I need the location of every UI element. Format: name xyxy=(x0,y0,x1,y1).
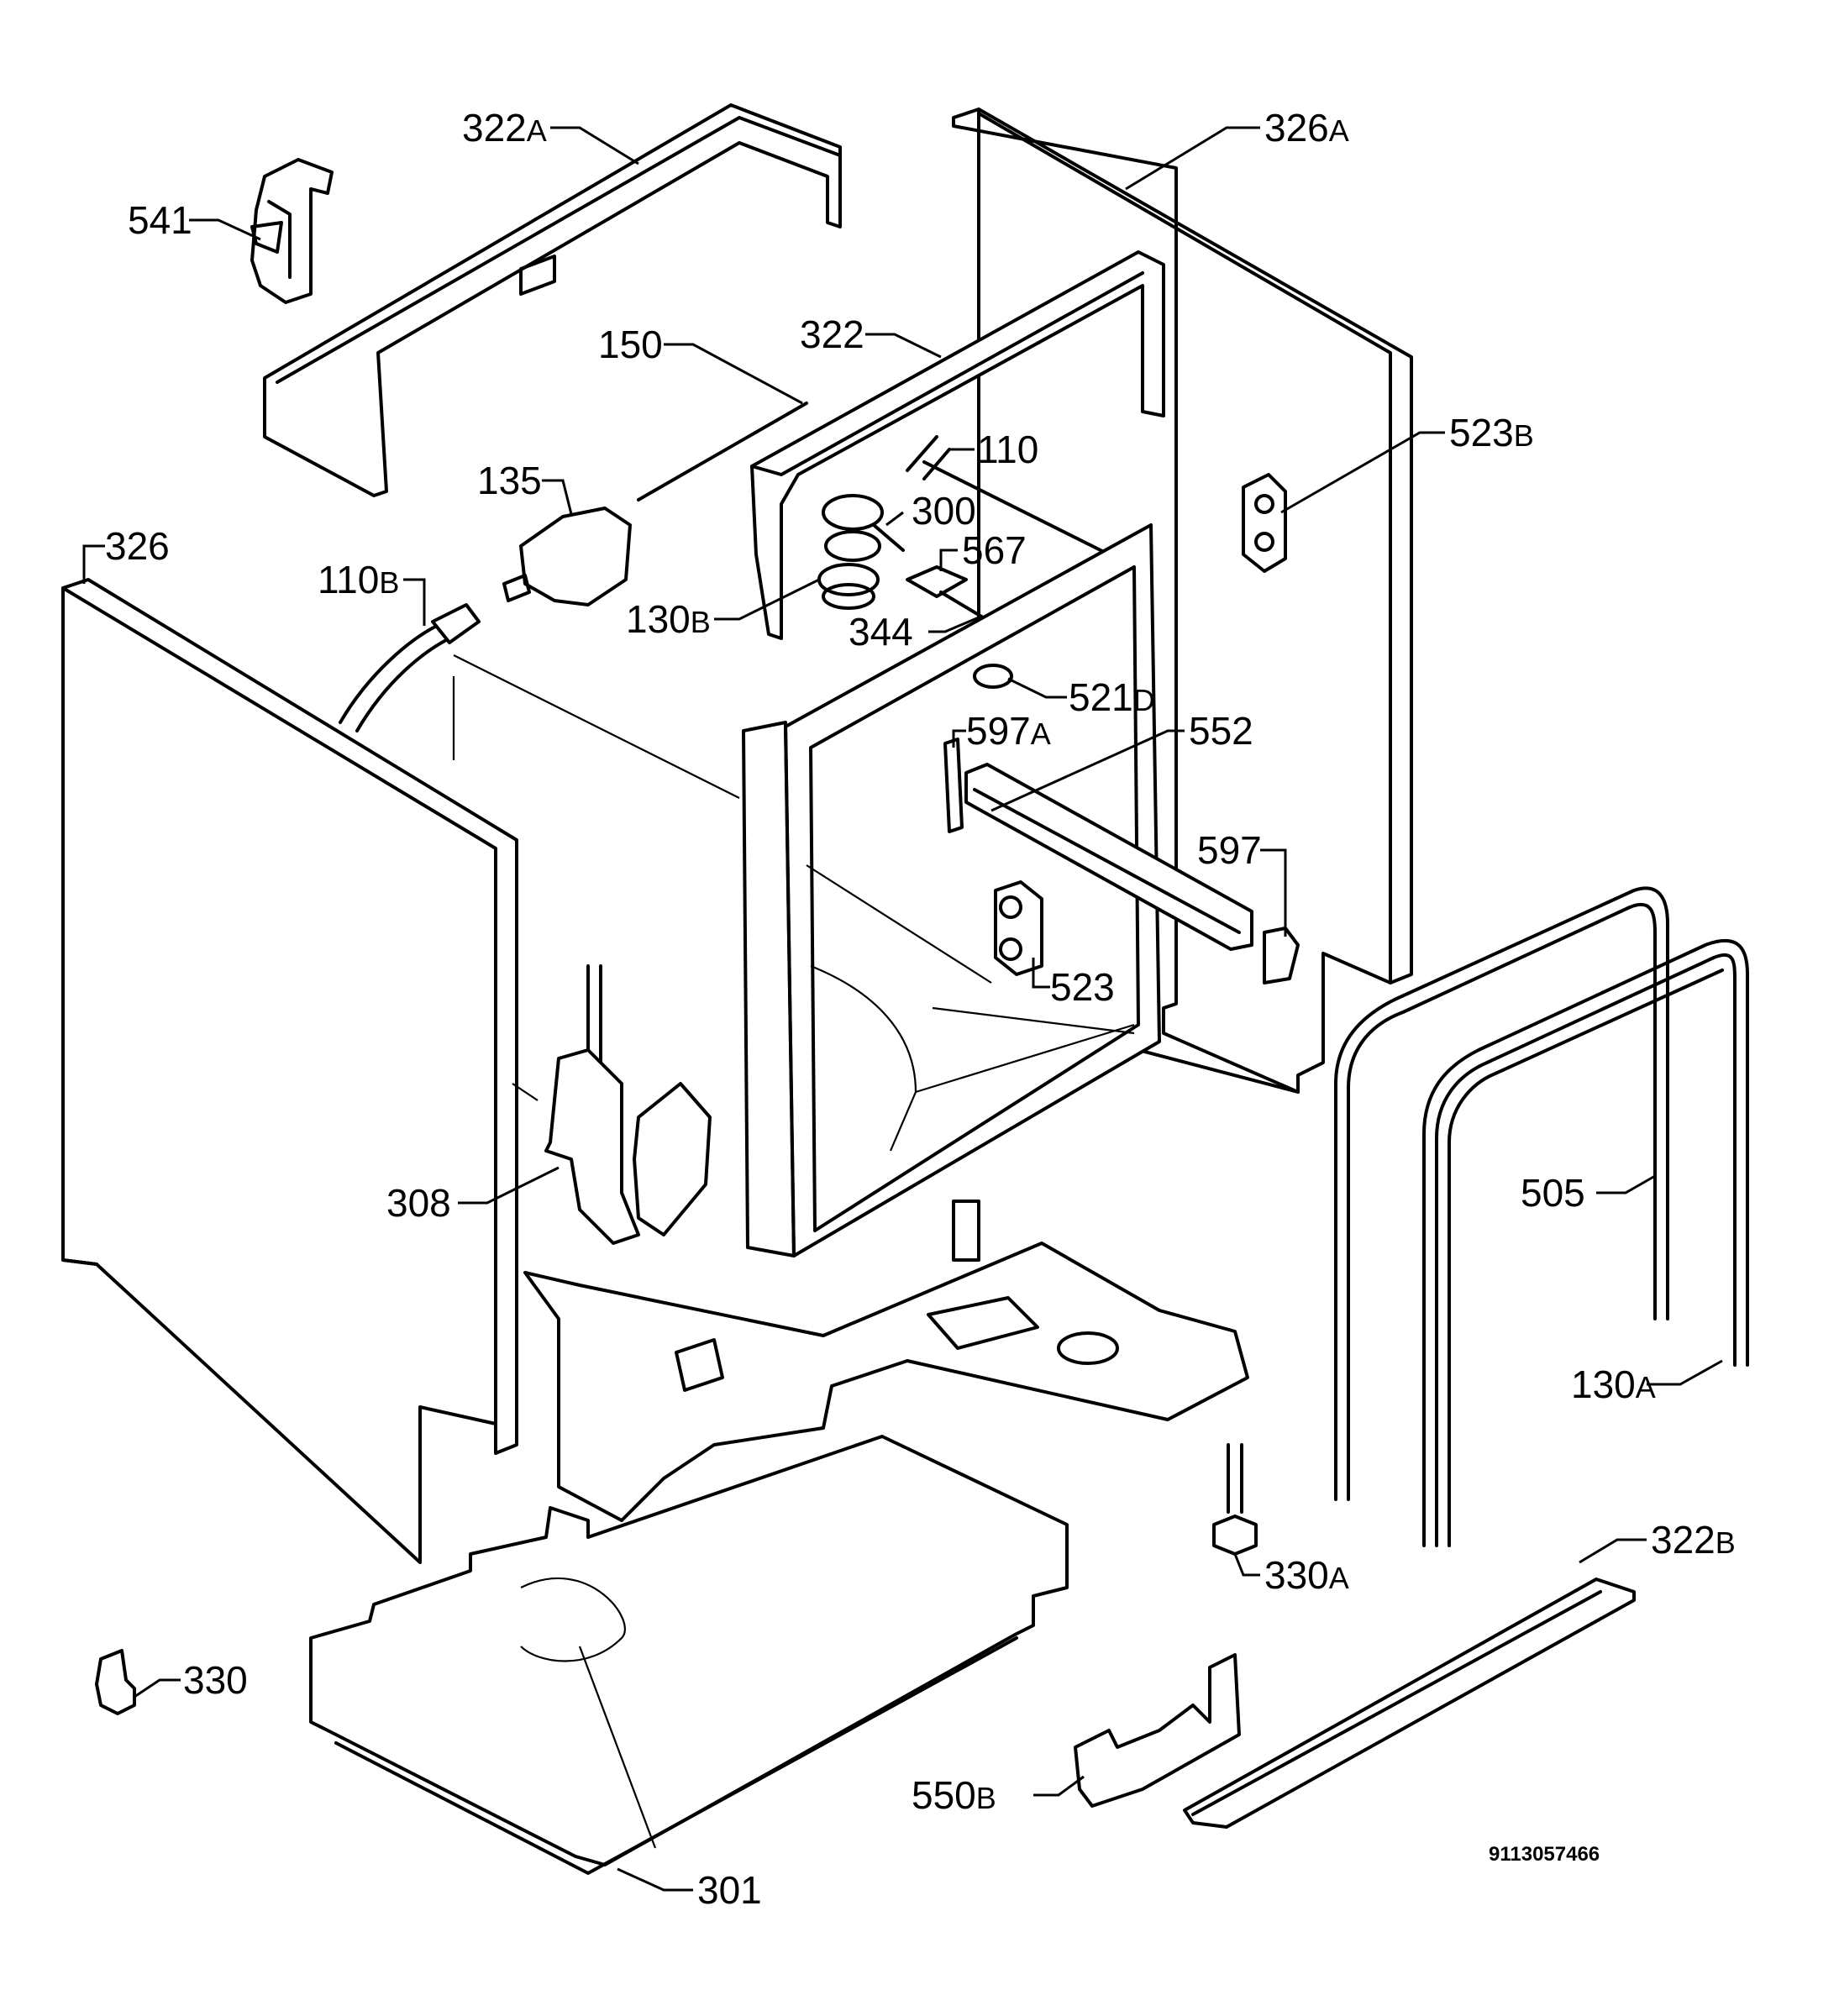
callout-326: 326 xyxy=(105,524,170,568)
callout-308: 308 xyxy=(386,1181,451,1225)
part-552-rail xyxy=(964,763,1253,951)
callout-344: 344 xyxy=(849,610,913,654)
part-505-130A-seals xyxy=(1334,886,1749,1547)
callout-300: 300 xyxy=(912,489,976,533)
callout-322A: 322A xyxy=(462,106,547,150)
callout-550B: 550B xyxy=(912,1773,996,1817)
part-tub-front-frame xyxy=(742,523,1161,1257)
callout-110B: 110B xyxy=(318,558,399,601)
callout-150: 150 xyxy=(598,323,663,366)
callout-labels: 322A 541 326A 150 322 110 523B 135 300 5… xyxy=(105,106,1736,1912)
part-110B-hose xyxy=(339,603,481,732)
part-base-plinth xyxy=(523,1200,1249,1522)
callout-597: 597 xyxy=(1197,828,1262,872)
part-326-left-side-panel xyxy=(61,578,518,1564)
part-150-tub-outline xyxy=(452,402,1111,1101)
part-523-grommets xyxy=(994,473,1287,976)
callout-541: 541 xyxy=(128,198,192,242)
callout-leaders xyxy=(82,126,1723,1892)
part-135-valve xyxy=(502,507,632,606)
callout-110: 110 xyxy=(977,428,1038,471)
callout-523B: 523B xyxy=(1449,411,1534,454)
part-550B-bracket xyxy=(1074,1653,1241,1808)
callout-130A: 130A xyxy=(1571,1362,1656,1406)
callout-135: 135 xyxy=(477,459,542,502)
callout-597A: 597A xyxy=(966,709,1051,753)
callout-521D: 521D xyxy=(1069,675,1155,719)
part-541-clip xyxy=(250,158,334,304)
part-322-top-frame xyxy=(750,250,1165,640)
part-322B-strip xyxy=(1183,1578,1636,1829)
callout-330A: 330A xyxy=(1264,1553,1349,1597)
part-597-clips xyxy=(943,738,1300,984)
callout-523: 523 xyxy=(1050,965,1115,1009)
part-308-door-hinge xyxy=(544,964,712,1245)
callout-130B: 130B xyxy=(626,597,711,641)
callout-567: 567 xyxy=(962,528,1027,572)
part-110-hose xyxy=(906,435,951,480)
callout-552: 552 xyxy=(1189,709,1253,753)
part-330-foot xyxy=(95,1649,136,1715)
part-300-valve-assembly xyxy=(817,494,905,610)
callout-505: 505 xyxy=(1521,1171,1585,1215)
diagram-code: 9113057466 xyxy=(1489,1843,1600,1866)
part-521D-ring xyxy=(973,664,1013,689)
callout-330: 330 xyxy=(183,1658,248,1702)
part-301-bottom-tray xyxy=(309,1435,1069,1875)
callout-326A: 326A xyxy=(1264,106,1349,150)
callout-301: 301 xyxy=(697,1868,762,1912)
callout-322B: 322B xyxy=(1651,1518,1736,1562)
part-322A-top-frame xyxy=(263,103,842,497)
part-330A-foot xyxy=(1212,1443,1258,1556)
callout-322: 322 xyxy=(800,312,864,356)
